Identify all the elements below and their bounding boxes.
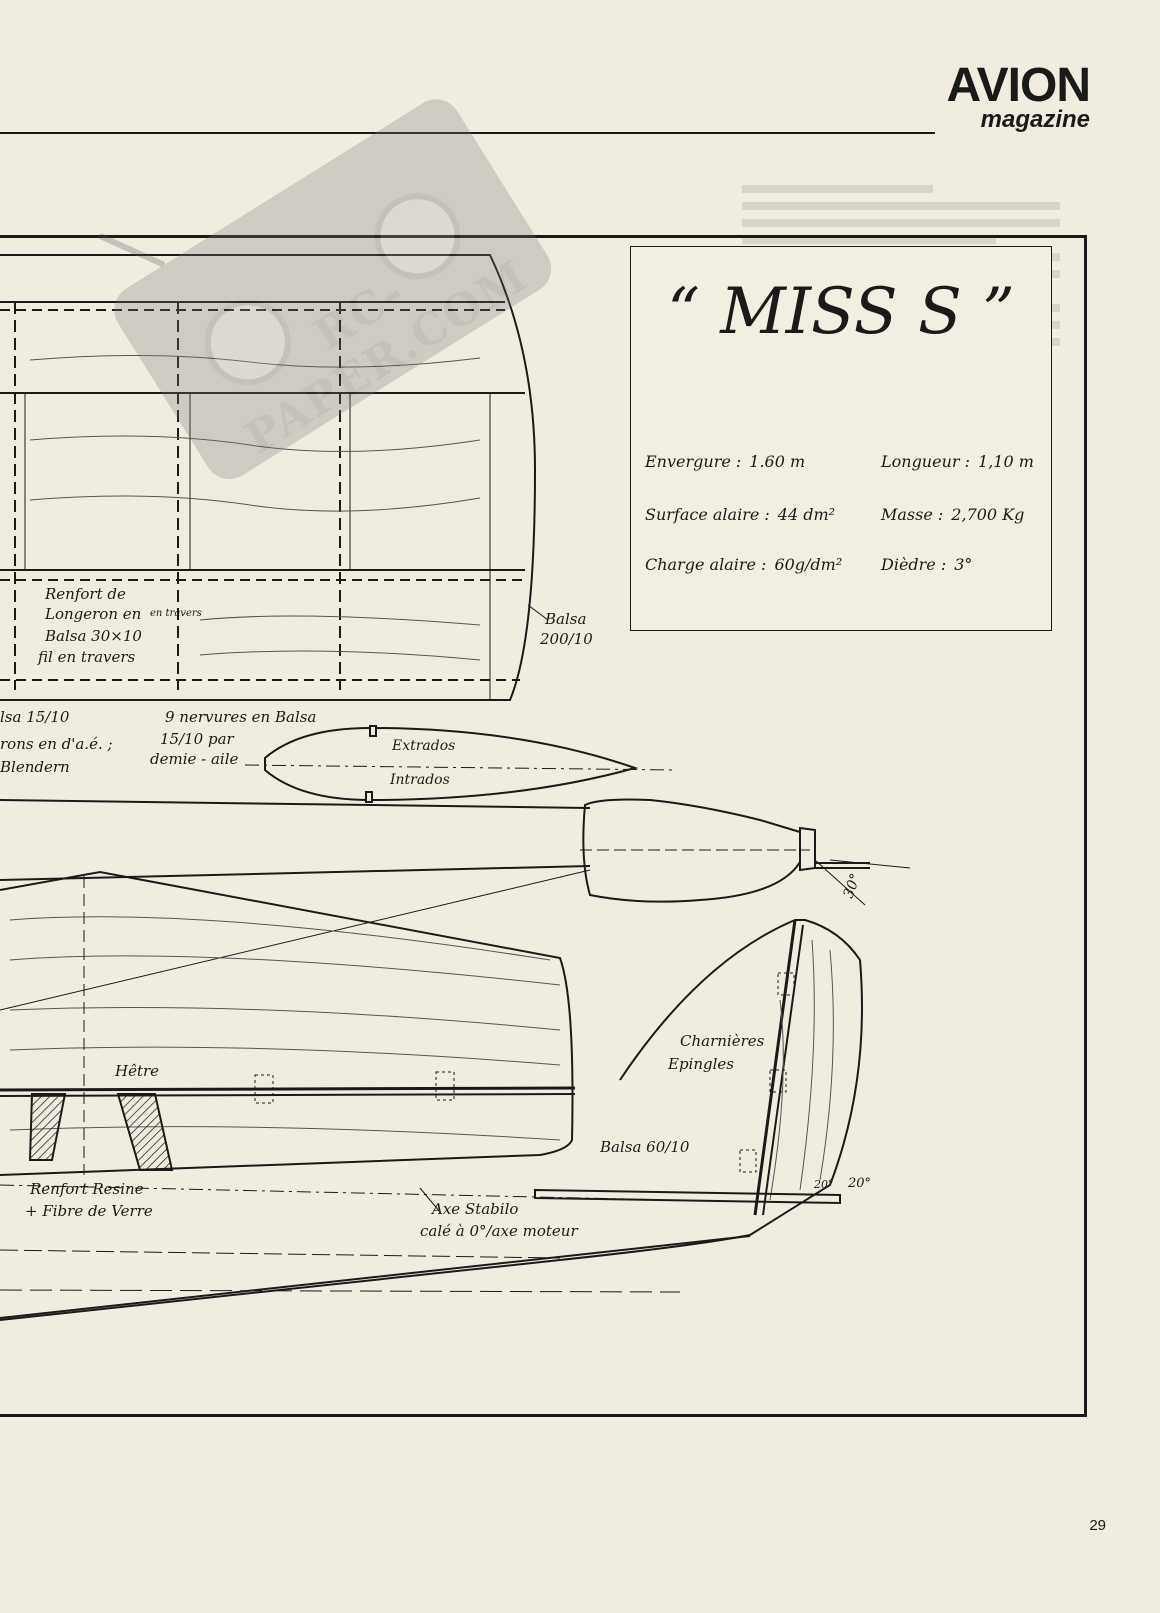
annotation-renfort-resine-2: + Fibre de Verre <box>25 1202 153 1220</box>
annotation-nervures-3: demie - aile <box>150 750 239 768</box>
annotation-renfort-1: Renfort de <box>45 585 126 603</box>
annotation-angle-20b: 20° <box>848 1176 872 1191</box>
spec-surface: Surface alaire : 44 dm² <box>645 505 835 524</box>
logo-brand-small: magazine <box>980 106 1090 133</box>
spec-value: 60g/dm² <box>774 555 843 574</box>
annotation-balsa-ribs-3: Blendern <box>0 758 70 776</box>
annotation-balsa-ribs-2: rons en d'a.é. ; <box>0 735 113 753</box>
annotation-intrados: Intrados <box>390 772 450 788</box>
annotation-renfort-4: fil en travers <box>38 648 136 666</box>
spec-label: Surface alaire : <box>645 505 770 524</box>
resin-reinforcement-left <box>28 1093 67 1161</box>
spec-envergure: Envergure : 1.60 m <box>645 452 805 471</box>
annotation-charnieres-1: Charnières <box>680 1032 765 1050</box>
plan-title: “ MISS S ” <box>667 275 1015 349</box>
annotation-nervures-1: 9 nervures en Balsa <box>165 708 317 726</box>
annotation-hetre: Hêtre <box>115 1062 160 1080</box>
annotation-charnieres-2: Epingles <box>668 1055 734 1073</box>
rc-paper-watermark: RC-PAPER.COM <box>64 34 595 536</box>
spec-label: Dièdre : <box>881 555 947 574</box>
spec-value: 44 dm² <box>777 505 836 524</box>
annotation-balsa-fin: Balsa 60/10 <box>600 1138 690 1156</box>
annotation-axe-stabilo-2: calé à 0°/axe moteur <box>420 1222 578 1240</box>
spec-value: 1.60 m <box>749 452 806 471</box>
annotation-angle-20a: 20° <box>814 1178 834 1191</box>
spec-label: Charge alaire : <box>645 555 767 574</box>
plan-frame <box>0 235 1087 1417</box>
annotation-extrados: Extrados <box>392 738 456 754</box>
annotation-nervures-2: 15/10 par <box>160 730 234 748</box>
annotation-balsa-le-2: 200/10 <box>540 630 593 648</box>
annotation-axe-stabilo-1: Axe Stabilo <box>432 1200 519 1218</box>
spec-label: Envergure : <box>645 452 742 471</box>
stabilizer-axis-rod <box>534 1188 841 1205</box>
spec-value: 2,700 Kg <box>951 505 1025 524</box>
engine-cowl <box>582 798 801 903</box>
fin-outline <box>0 919 863 1321</box>
wing-outline <box>0 254 537 701</box>
spec-label: Longueur : <box>881 452 971 471</box>
annotation-renfort-2: Longeron en <box>45 605 142 623</box>
header-rule <box>0 132 935 134</box>
annotation-en-travers: en travers <box>150 608 202 619</box>
spec-value: 1,10 m <box>978 452 1034 471</box>
avion-magazine-logo: AVION magazine <box>946 59 1091 133</box>
annotation-balsa-ribs-1: lsa 15/10 <box>0 708 70 726</box>
spec-value: 3° <box>954 555 973 574</box>
specifications-box: “ MISS S ” Envergure : 1.60 m Longueur : 1… <box>630 246 1052 631</box>
propeller-hub <box>799 826 816 872</box>
annotation-renfort-resine-1: Renfort Resine <box>30 1180 144 1198</box>
page-number: 29 <box>1089 1517 1106 1534</box>
spec-charge: Charge alaire : 60g/dm² <box>645 555 842 574</box>
spec-diedre: Dièdre : 3° <box>881 555 972 574</box>
logo-brand-big: AVION <box>946 59 1091 112</box>
annotation-renfort-3: Balsa 30×10 <box>45 627 142 645</box>
fuselage-top <box>0 799 591 809</box>
spec-masse: Masse : 2,700 Kg <box>881 505 1024 524</box>
resin-reinforcement-right <box>116 1093 174 1171</box>
annotation-balsa-le-1: Balsa <box>545 610 587 628</box>
airfoil-rib <box>264 726 639 802</box>
spec-label: Masse : <box>881 505 944 524</box>
spec-longueur: Longueur : 1,10 m <box>881 452 1034 471</box>
